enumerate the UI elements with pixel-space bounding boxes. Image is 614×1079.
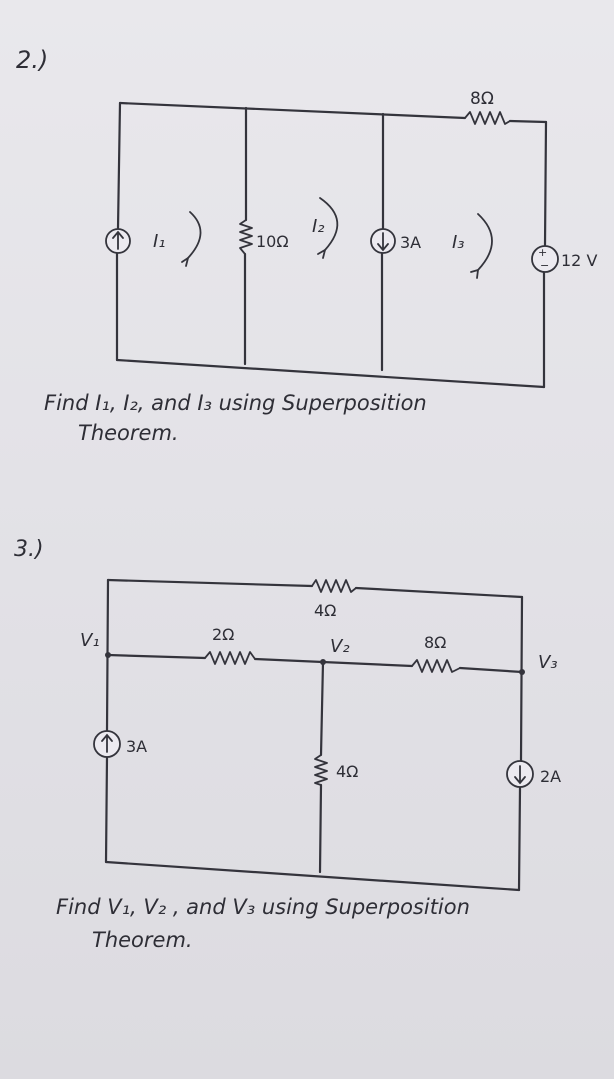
label-8-ohm: 8Ω [424,633,446,652]
node-v1 [105,652,111,658]
right-branch-top [543,120,548,247]
problem-3-question-line-2: Theorem. [92,928,193,952]
resistor-mid-4-ohm [314,754,328,786]
top-wire-right [354,586,524,599]
problem-3-number: 3.) [14,537,44,562]
mesh-current-1: I₁ [153,211,202,267]
mid-wire-1 [106,653,207,660]
left-branch-top [116,101,122,230]
clockwise-arrow-icon [319,197,339,251]
node-v3 [519,669,525,675]
voltage-source-12v: + − 12 V [531,245,597,273]
problem-2-wires [115,101,548,389]
center-vertical-bottom [318,783,323,874]
mesh-current-2: I₂ [312,197,339,259]
problem-2: 2.) 8Ω 10Ω [16,46,597,445]
label-v3: V₃ [538,652,558,673]
label-3a: 3A [400,233,421,252]
label-2-ohm: 2Ω [212,625,234,644]
resistor-10-ohm [239,219,253,255]
label-12v: 12 V [561,251,597,270]
clockwise-arrow-icon [477,213,493,271]
arrow-up-icon [112,230,124,250]
plus-icon: + [538,246,547,259]
label-top-4-ohm: 4Ω [314,601,336,620]
resistor-2-ohm [204,651,256,665]
problem-3: 3.) V₁ V₂ V₃ 4 [14,537,561,952]
problem-3-wires [104,578,524,892]
current-source-2a: 2A [506,760,561,788]
bottom-rail [115,358,546,389]
mid-wire-3 [458,666,524,674]
label-mesh-2: I₂ [312,216,325,237]
mesh-current-3: I₃ [452,213,493,279]
label-2a: 2A [540,767,561,786]
bottom-rail [104,860,521,892]
right-vertical-top [519,595,524,762]
problem-2-number: 2.) [16,46,48,74]
current-source-3a: 3A [93,730,147,758]
label-mesh-3: I₃ [452,232,465,253]
label-mesh-1: I₁ [153,231,166,252]
top-rail-left [118,101,467,120]
arrow-up-icon [101,733,113,753]
current-source-left [105,228,131,254]
problem-2-question-line-2: Theorem. [78,421,179,445]
label-mid-4-ohm: 4Ω [336,762,358,781]
resistor-8-ohm [411,659,461,673]
clockwise-arrow-icon [187,211,202,259]
center-vertical-top [319,660,325,757]
label-3a: 3A [126,737,147,756]
top-wire-left [106,578,314,588]
top-rail-right [508,119,548,124]
problem-2-question-line-1: Find I₁, I₂, and I₃ using Superposition [44,391,427,415]
current-source-3a: 3A [370,228,421,254]
label-10-ohm: 10Ω [256,232,289,251]
label-v2: V₂ [330,636,350,657]
mid-wire-2 [253,657,414,668]
arrow-down-icon [514,765,526,785]
label-v1: V₁ [80,630,100,651]
problem-3-question-line-1: Find V₁, V₂ , and V₃ using Superposition [56,895,470,919]
node-v2 [320,659,326,665]
left-vertical-bottom [104,755,109,864]
minus-icon: − [540,259,549,272]
label-8-ohm: 8Ω [470,89,494,109]
resistor-top-4-ohm [311,579,357,593]
resistor-8-ohm [464,111,511,125]
arrow-down-icon [377,232,389,252]
right-vertical-bottom [517,786,522,892]
